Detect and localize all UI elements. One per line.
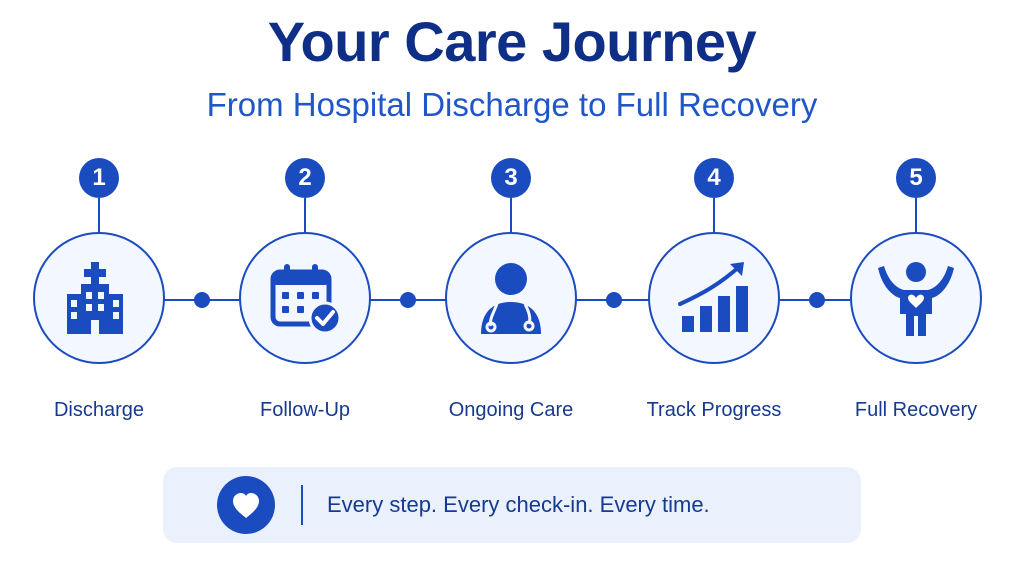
step-icon-circle bbox=[850, 232, 982, 364]
step-icon-circle bbox=[648, 232, 780, 364]
step-number-badge: 3 bbox=[491, 158, 531, 198]
step-label: Discharge bbox=[53, 399, 145, 421]
heart-icon bbox=[233, 493, 259, 518]
connector-3-4 bbox=[576, 292, 652, 308]
step-icon-circle bbox=[445, 232, 577, 364]
step-track-progress: 4 Track Progress bbox=[624, 158, 804, 428]
connector-dot bbox=[809, 292, 825, 308]
tagline-text: Every step. Every check-in. Every time. bbox=[327, 492, 710, 517]
step-label: Full Recovery bbox=[854, 399, 978, 421]
step-number-badge: 4 bbox=[694, 158, 734, 198]
calendar-check-icon bbox=[270, 264, 342, 335]
step-full-recovery: 5 Full Recovery bbox=[826, 158, 1006, 428]
connector-4-5 bbox=[780, 292, 854, 308]
step-label: Follow-Up bbox=[259, 399, 351, 421]
connector-dot bbox=[400, 292, 416, 308]
step-icon-circle bbox=[239, 232, 371, 364]
step-number-badge: 1 bbox=[79, 158, 119, 198]
step-icon-circle bbox=[33, 232, 165, 364]
step-number-badge: 5 bbox=[896, 158, 936, 198]
badge-stem bbox=[98, 198, 100, 232]
step-ongoing-care: 3 Ongoing Care bbox=[421, 158, 601, 428]
hospital-icon bbox=[67, 262, 123, 334]
tagline-banner: Every step. Every check-in. Every time. bbox=[163, 467, 861, 543]
badge-stem bbox=[510, 198, 512, 232]
step-discharge: 1 Discharge bbox=[9, 158, 189, 428]
growth-chart-icon bbox=[678, 262, 748, 332]
step-label: Track Progress bbox=[646, 399, 782, 421]
connector-1-2 bbox=[164, 292, 240, 308]
celebrating-person-icon bbox=[878, 262, 954, 336]
doctor-stethoscope-icon bbox=[481, 263, 541, 334]
badge-stem bbox=[713, 198, 715, 232]
tagline-divider bbox=[301, 485, 303, 525]
connector-dot bbox=[606, 292, 622, 308]
page-title: Your Care Journey bbox=[267, 10, 757, 73]
step-number-badge: 2 bbox=[285, 158, 325, 198]
heart-icon-badge bbox=[217, 476, 275, 534]
badge-stem bbox=[304, 198, 306, 232]
badge-stem bbox=[915, 198, 917, 232]
connector-2-3 bbox=[370, 292, 446, 308]
page-subtitle: From Hospital Discharge to Full Recovery bbox=[206, 86, 818, 123]
step-label: Ongoing Care bbox=[448, 399, 574, 421]
step-follow-up: 2 Follow-Up bbox=[215, 158, 395, 428]
connector-dot bbox=[194, 292, 210, 308]
